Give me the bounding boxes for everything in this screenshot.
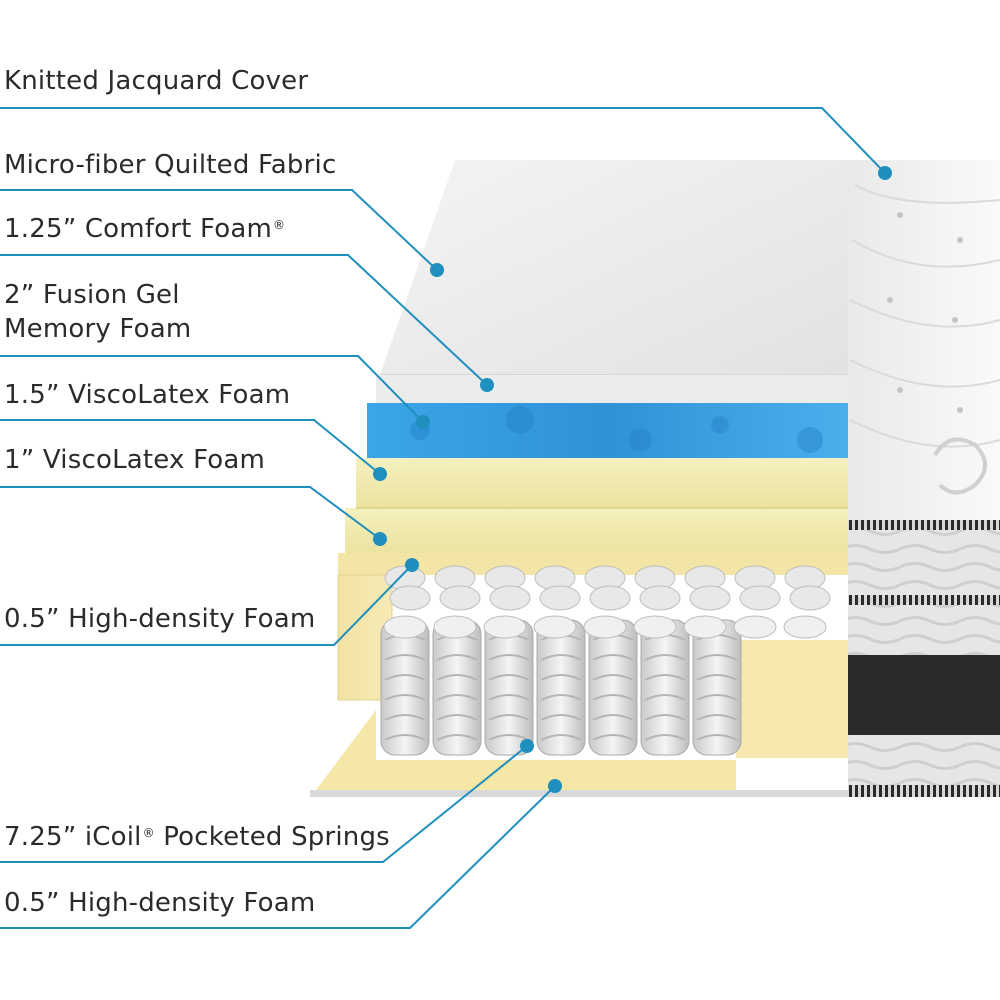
quilted-fabric-layer xyxy=(380,160,848,376)
label-comfort-foam: 1.25” Comfort Foam® xyxy=(4,212,285,246)
spring-coil xyxy=(692,619,742,756)
spring-pocket-back xyxy=(489,585,531,611)
spring-pocket-back xyxy=(689,585,731,611)
spring-pocket-top xyxy=(533,615,577,639)
label-knitted-jacquard-cover: Knitted Jacquard Cover xyxy=(4,66,309,96)
registered-mark: ® xyxy=(273,218,286,232)
spring-pocket-back xyxy=(789,585,831,611)
spring-coil xyxy=(640,619,690,756)
label-icoil-tail: Pocketed Springs xyxy=(154,822,390,852)
spring-pocket-top xyxy=(733,615,777,639)
registered-mark: ® xyxy=(142,826,155,840)
viscolatex-15-layer xyxy=(356,458,848,508)
gel-memory-foam-layer xyxy=(367,403,848,458)
spring-pocket-back xyxy=(389,585,431,611)
spring-pocket-top xyxy=(783,615,827,639)
label-icoil-text: 7.25” iCoil xyxy=(4,822,142,852)
label-fusion-gel-memory-foam: 2” Fusion Gel Memory Foam xyxy=(4,278,191,346)
spring-pocket-top xyxy=(633,615,677,639)
comfort-foam-layer xyxy=(376,375,848,403)
label-fusion-gel-line2: Memory Foam xyxy=(4,314,192,344)
pocketed-springs xyxy=(380,565,831,756)
spring-coil xyxy=(536,619,586,756)
label-high-density-foam-top: 0.5” High-density Foam xyxy=(4,604,316,634)
label-fusion-gel-line1: 2” Fusion Gel xyxy=(4,280,180,310)
spring-coil xyxy=(380,619,430,756)
label-quilted-fabric: Micro-fiber Quilted Fabric xyxy=(4,150,337,180)
label-high-density-foam-bottom: 0.5” High-density Foam xyxy=(4,888,316,918)
label-viscolatex-15: 1.5” ViscoLatex Foam xyxy=(4,380,291,410)
spring-pocket-back xyxy=(639,585,681,611)
mattress-side-cover xyxy=(848,160,1000,797)
spring-pocket-top xyxy=(383,615,427,639)
spring-pocket-back xyxy=(739,585,781,611)
spring-pocket-back xyxy=(539,585,581,611)
spring-coil xyxy=(588,619,638,756)
spring-coil xyxy=(432,619,482,756)
spring-pocket-top xyxy=(683,615,727,639)
viscolatex-1-layer xyxy=(345,508,848,553)
label-comfort-foam-text: 1.25” Comfort Foam xyxy=(4,214,273,244)
spring-pocket-back xyxy=(439,585,481,611)
spring-pocket-top xyxy=(433,615,477,639)
spring-pocket-top xyxy=(583,615,627,639)
spring-pocket-top xyxy=(483,615,527,639)
label-viscolatex-1: 1” ViscoLatex Foam xyxy=(4,445,266,475)
spring-coil xyxy=(484,619,534,756)
label-icoil-pocketed-springs: 7.25” iCoil® Pocketed Springs xyxy=(4,820,390,854)
spring-pocket-back xyxy=(589,585,631,611)
